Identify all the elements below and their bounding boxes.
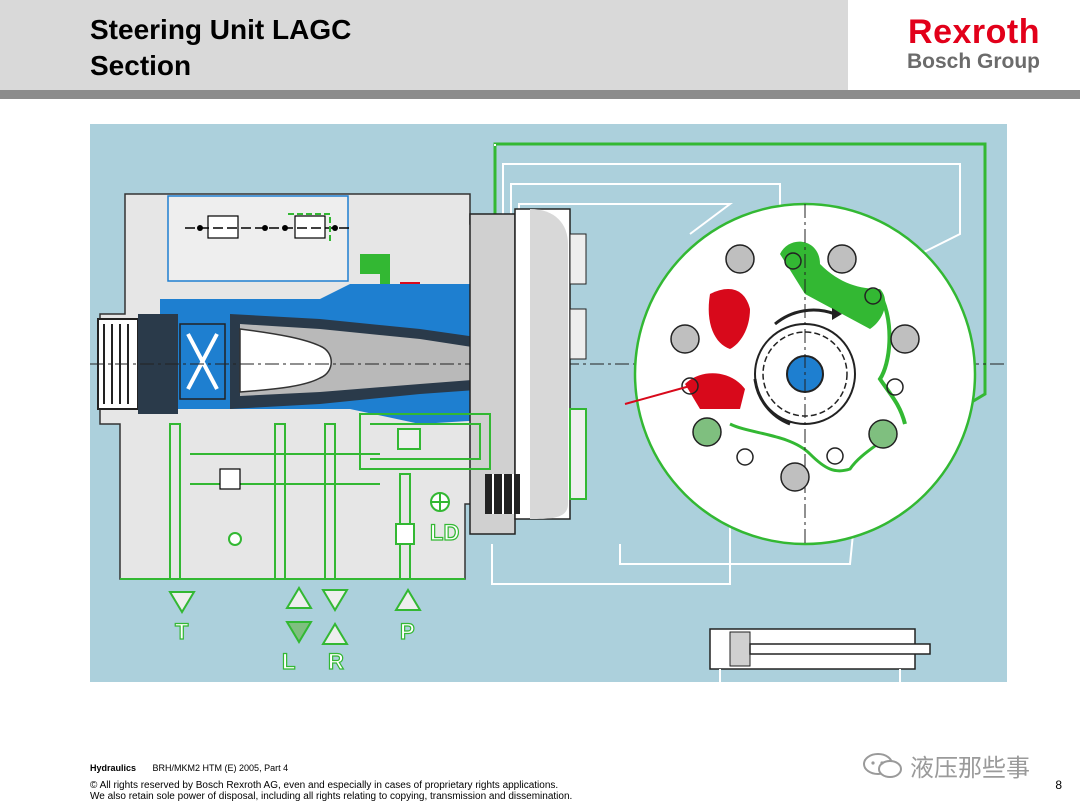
pressure-chamber-green bbox=[780, 241, 886, 329]
page-title: Steering Unit LAGC Section bbox=[90, 12, 351, 84]
port-symbols bbox=[168, 586, 422, 645]
footer-division: Hydraulics bbox=[90, 763, 137, 773]
footer: Hydraulics BRH/MKM2 HTM (E) 2005, Part 4… bbox=[90, 762, 990, 802]
rotor-bolts bbox=[670, 244, 920, 492]
footer-copyright: © All rights reserved by Bosch Rexroth A… bbox=[90, 780, 990, 802]
title-line-2: Section bbox=[90, 50, 192, 81]
port-T-symbol bbox=[168, 591, 196, 614]
watermark: 液压那些事 bbox=[862, 748, 1030, 783]
port-label-T: T bbox=[175, 619, 189, 644]
steering-cylinder bbox=[709, 628, 931, 682]
header-divider bbox=[0, 90, 1080, 99]
metering-plate bbox=[469, 208, 587, 535]
footer-reference: BRH/MKM2 HTM (E) 2005, Part 4 bbox=[152, 763, 289, 773]
gerotor-set bbox=[633, 202, 977, 546]
brand-main: Rexroth bbox=[908, 13, 1040, 51]
pressure-chamber-red-hatched bbox=[708, 289, 750, 349]
port-label-LD: LD bbox=[430, 520, 459, 545]
watermark-text: 液压那些事 bbox=[910, 755, 1030, 782]
brand-logo: Rexroth Bosch Group bbox=[907, 14, 1040, 74]
steering-unit-section-diagram: T L R P LD bbox=[90, 124, 1007, 682]
copyright-line-1: © All rights reserved by Bosch Rexroth A… bbox=[90, 780, 559, 791]
copyright-line-2: We also retain sole power of disposal, i… bbox=[90, 791, 573, 802]
header-band bbox=[0, 0, 848, 90]
port-label-R: R bbox=[328, 649, 344, 674]
brand-sub: Bosch Group bbox=[906, 50, 1040, 73]
port-P-symbol bbox=[394, 588, 422, 611]
wechat-icon bbox=[863, 752, 902, 778]
title-line-1: Steering Unit LAGC bbox=[90, 14, 352, 45]
rotor-bolts-green bbox=[692, 417, 898, 449]
port-L-symbol bbox=[285, 586, 313, 609]
footer-meta: Hydraulics BRH/MKM2 HTM (E) 2005, Part 4 bbox=[90, 762, 990, 774]
port-label-L: L bbox=[282, 649, 295, 674]
port-label-P: P bbox=[400, 619, 415, 644]
page-number: 8 bbox=[1055, 778, 1062, 792]
